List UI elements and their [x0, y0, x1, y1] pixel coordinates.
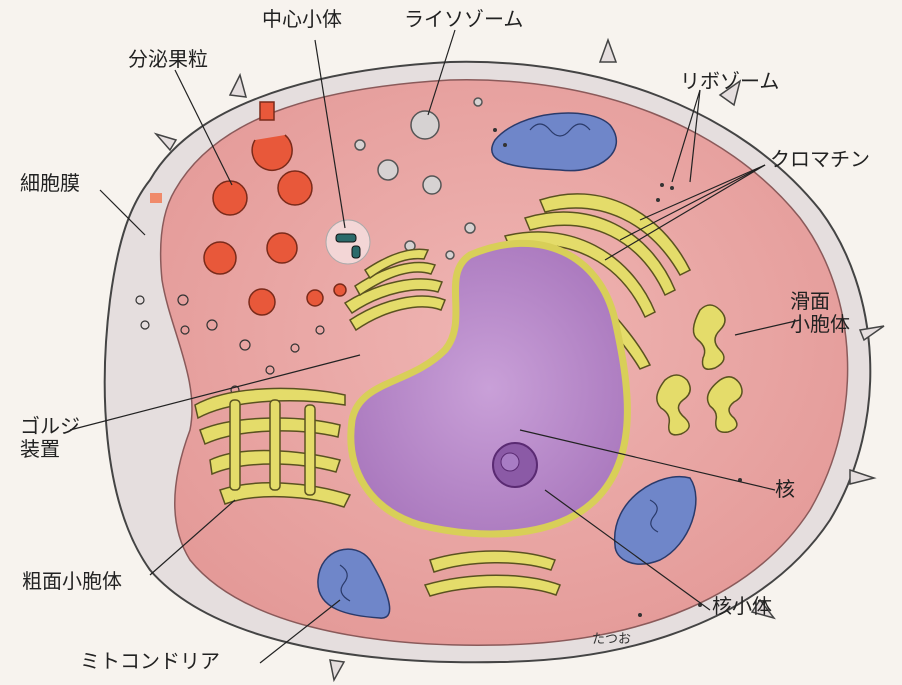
artist-signature: たつお	[592, 628, 631, 647]
label-centriole: 中心小体	[262, 8, 342, 31]
label-chromatin: クロマチン	[770, 148, 870, 171]
label-nucleolus: 核小体	[712, 595, 772, 618]
label-nucleus: 核	[775, 478, 795, 501]
label-cell-membrane: 細胞膜	[20, 172, 80, 195]
label-golgi: ゴルジ 装置	[20, 415, 80, 461]
centriole	[326, 220, 370, 264]
label-rough-er: 粗面小胞体	[22, 570, 122, 593]
label-ribosome: リボゾーム	[680, 70, 779, 93]
label-mitochondria: ミトコンドリア	[80, 650, 220, 673]
label-lysosome: ライソゾーム	[404, 8, 523, 31]
label-smooth-er: 滑面 小胞体	[790, 290, 850, 336]
label-secretory-granule: 分泌果粒	[128, 48, 208, 71]
